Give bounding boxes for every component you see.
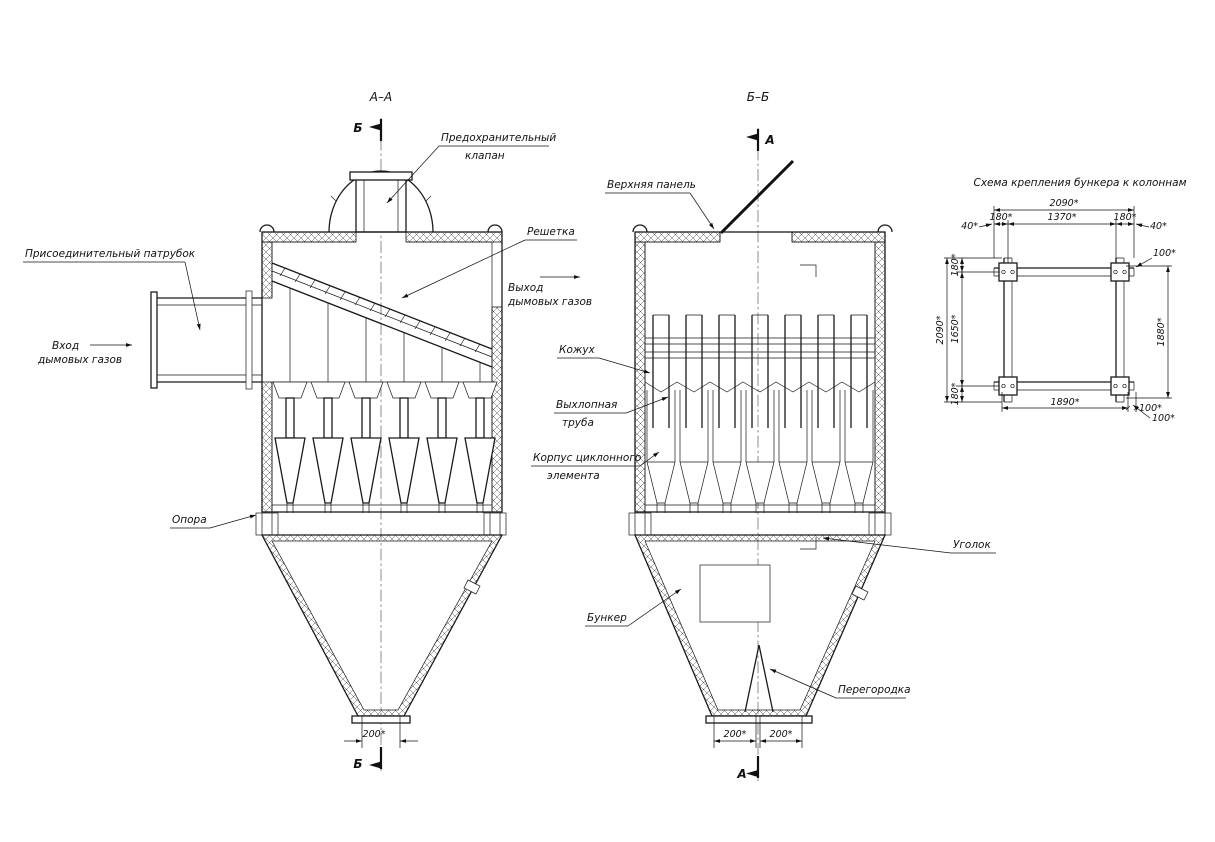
grate: [271, 262, 493, 383]
access-door: [699, 564, 771, 623]
dim-top-total: 2090*: [1050, 198, 1079, 209]
section-view-a: А–А Б Б: [23, 90, 592, 772]
label-gas-outlet-line2: дымовых газов: [507, 296, 592, 308]
dim-outlet-left: 200*: [724, 729, 747, 740]
corner-plate: [1110, 376, 1130, 396]
hopper-a: [260, 534, 504, 724]
scheme-dims-left: 180* 1650* 180* 2090*: [935, 253, 1002, 405]
label-top-panel-text: Верхняя панель: [607, 179, 696, 191]
safety-valve-dome: [328, 170, 434, 233]
support-right: [483, 512, 507, 536]
support-left: [255, 512, 279, 536]
cut-mark-a-top: А: [746, 129, 775, 151]
label-angle: Уголок: [822, 536, 996, 554]
open-top-panel: [719, 159, 795, 235]
outlet-dimensions-b: 200* 200*: [713, 723, 803, 748]
dim-end-left: 40*: [961, 221, 978, 232]
label-cyclone-body-line2: элемента: [547, 470, 600, 482]
label-top-panel: Верхняя панель: [605, 179, 715, 230]
dim-bottom-mid: 1890*: [1051, 397, 1080, 408]
scheme-title: Схема крепления бункера к колоннам: [973, 177, 1186, 189]
dim-outlet-right: 200*: [770, 729, 793, 740]
cut-mark-a-bottom-text: А: [736, 767, 746, 781]
label-support: Опора: [170, 514, 257, 529]
dim-top-right: 180*: [1114, 212, 1137, 223]
dim-left-top: 180*: [950, 253, 961, 276]
label-gas-inlet-line2: дымовых газов: [37, 354, 122, 366]
bolt-icons: [1001, 269, 1127, 389]
dim-end-right: 40*: [1150, 221, 1167, 232]
label-casing: Кожух: [557, 344, 651, 374]
dim-left-bottom: 180*: [950, 382, 961, 405]
label-inlet-pipe-text: Присоединительный патрубок: [25, 248, 196, 260]
outlet-dimension-a: 200*: [344, 723, 418, 748]
section-view-b: Б–Б А А: [531, 90, 996, 782]
cut-mark-b-top-text: Б: [353, 121, 362, 135]
dim-outlet-a: 200*: [363, 729, 386, 740]
label-hopper: Бункер: [585, 588, 682, 627]
lifting-lug-icon: [632, 224, 893, 233]
label-partition: Перегородка: [769, 668, 911, 699]
dim-bottom-diag: 100*: [1152, 413, 1175, 424]
label-cyclone-body-line1: Корпус циклонного: [533, 452, 641, 464]
cut-mark-b-bottom-text: Б: [353, 757, 362, 771]
cyclone-elements-b: [644, 314, 876, 513]
dim-right-top: 100*: [1153, 248, 1176, 259]
dim-top-left: 180*: [990, 212, 1013, 223]
vibrator-bracket-icon: [851, 585, 869, 601]
partition-plate: [744, 644, 774, 713]
support-right-b: [868, 512, 892, 536]
hopper-b: [634, 534, 886, 724]
cyclone-elements-a: [272, 381, 498, 513]
corner-plate: [1110, 262, 1130, 282]
label-exhaust-pipe-line1: Выхлопная: [556, 399, 617, 411]
label-inlet-pipe: Присоединительный патрубок: [23, 248, 201, 331]
label-partition-text: Перегородка: [838, 684, 911, 696]
label-gas-outlet-line1: Выход: [508, 282, 543, 294]
cut-mark-a-bottom: А: [736, 756, 760, 781]
scheme-dims-right: 1880* 100*: [1126, 248, 1176, 399]
scheme-frame: [993, 257, 1135, 403]
view-a-title: А–А: [369, 90, 392, 104]
label-support-text: Опора: [172, 514, 207, 526]
label-safety-valve-line2: клапан: [465, 150, 505, 162]
cut-mark-a-top-text: А: [764, 133, 774, 147]
cut-mark-b-bottom: Б: [353, 747, 383, 771]
dim-left-mid: 1650*: [950, 314, 961, 343]
label-gas-outlet: Выход дымовых газов: [507, 275, 592, 308]
detail-corner-marks: [800, 264, 817, 550]
support-left-b: [628, 512, 652, 536]
dim-bottom-right: 100*: [1139, 403, 1162, 414]
shell-b: [632, 224, 893, 550]
label-gas-inlet-line1: Вход: [52, 340, 79, 352]
label-cyclone-body: Корпус циклонного элемента: [531, 451, 660, 482]
dim-left-total: 2090*: [935, 315, 946, 344]
scheme-dims-bottom: 1890* 100* 100*: [1001, 392, 1175, 424]
view-b-title: Б–Б: [747, 90, 769, 104]
shell-a: [259, 224, 503, 513]
scheme-dims-top: 2090* 180* 1370* 180* 40* 40*: [961, 198, 1167, 263]
label-grate-text: Решетка: [527, 226, 575, 238]
mounting-scheme: Схема крепления бункера к колоннам 2090*: [935, 177, 1187, 424]
cut-mark-b-top: Б: [353, 119, 383, 141]
dim-top-mid: 1370*: [1048, 212, 1077, 223]
label-angle-text: Уголок: [953, 539, 991, 551]
inlet-duct: [150, 290, 262, 390]
vibrator-bracket-icon: [463, 579, 481, 595]
label-casing-text: Кожух: [559, 344, 596, 356]
label-safety-valve-line1: Предохранительный: [441, 132, 556, 144]
lifting-lug-icon: [259, 224, 503, 233]
label-exhaust-pipe-line2: труба: [562, 417, 594, 429]
label-grate: Решетка: [401, 226, 577, 299]
label-safety-valve: Предохранительный клапан: [386, 132, 556, 204]
dim-right-side: 1880*: [1156, 317, 1167, 346]
label-gas-inlet: Вход дымовых газов: [37, 340, 132, 366]
label-exhaust-pipe: Выхлопная труба: [554, 396, 669, 429]
label-hopper-text: Бункер: [587, 612, 627, 624]
